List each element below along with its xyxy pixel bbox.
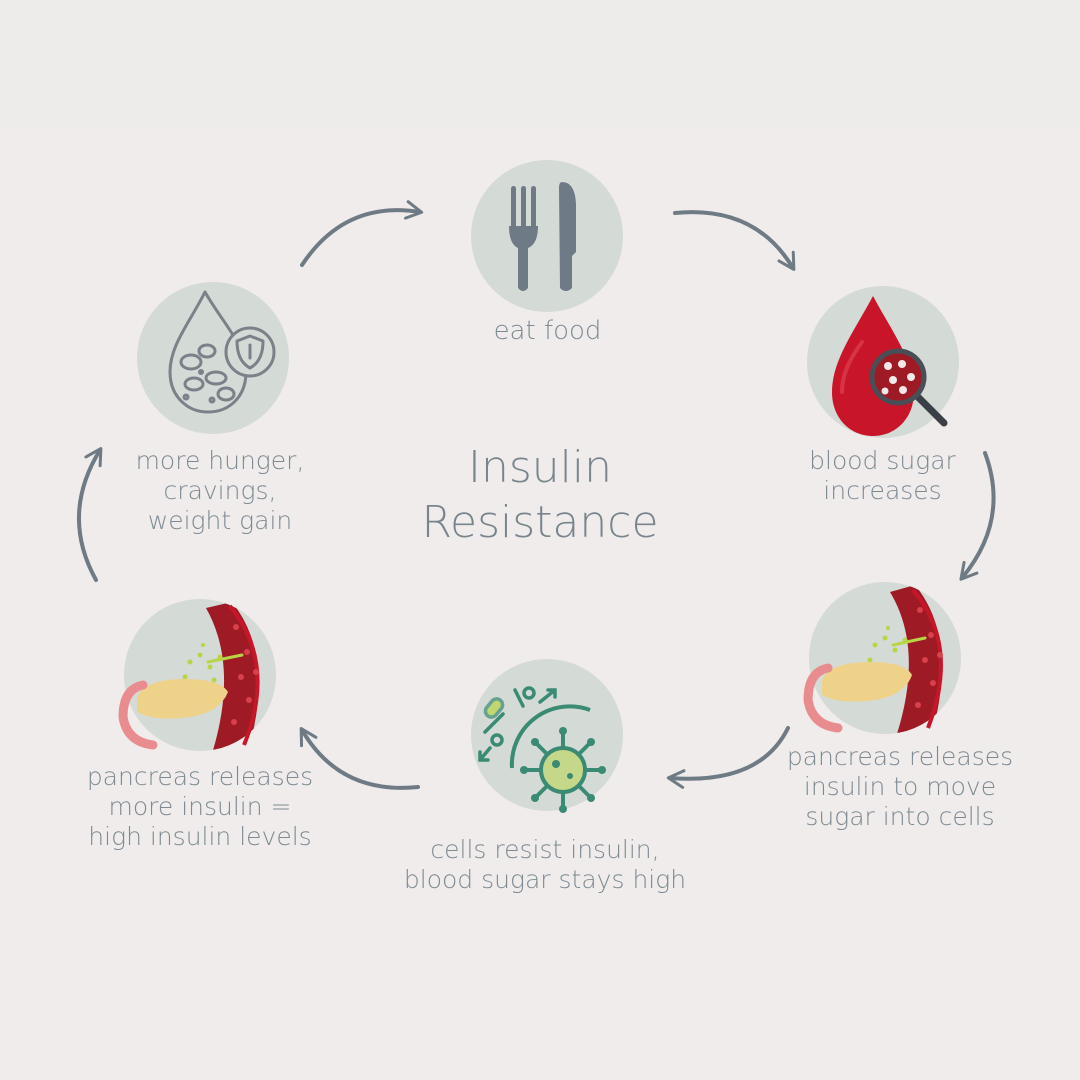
step-pancreas-insulin-icon: [803, 582, 961, 734]
label-hunger: more hunger, cravings, weight gain: [135, 446, 305, 535]
label-eat-food: eat food: [493, 316, 602, 346]
arrow-hunger-to-food: [300, 200, 424, 267]
arrow-pancreas-to-cells: [666, 726, 790, 789]
step-cells-resist-icon: [471, 659, 623, 813]
label-cells-resist: cells resist insulin, blood sugar stays …: [403, 835, 687, 894]
step-pancreas-more-icon: [118, 599, 276, 751]
blood-drop-magnifier-icon: [832, 296, 948, 436]
drop-cells-shield-icon: [168, 290, 276, 414]
arrow-food-to-blood-sugar: [673, 210, 796, 271]
arrow-blood-sugar-to-pancreas: [959, 451, 996, 581]
top-band: [0, 0, 1080, 130]
diagram-title: Insulin Resistance: [380, 440, 700, 550]
arrow-pancreas-to-hunger: [77, 447, 103, 582]
fork-knife-icon: [509, 182, 576, 291]
arrow-cells-to-pancreas: [299, 727, 420, 790]
step-blood-sugar-icon: [807, 286, 959, 438]
label-blood-sugar: blood sugar increases: [809, 446, 956, 505]
label-pancreas-insulin: pancreas releases insulin to move sugar …: [786, 742, 1014, 831]
step-hunger-icon: [137, 282, 289, 434]
title-line-2: Resistance: [421, 497, 659, 548]
virus-cell-icon: [478, 686, 606, 813]
cycle-arrows: [77, 200, 996, 790]
step-eat-food-icon: [471, 160, 623, 312]
label-pancreas-more: pancreas releases more insulin = high in…: [86, 762, 314, 851]
title-line-1: Insulin: [467, 442, 612, 493]
